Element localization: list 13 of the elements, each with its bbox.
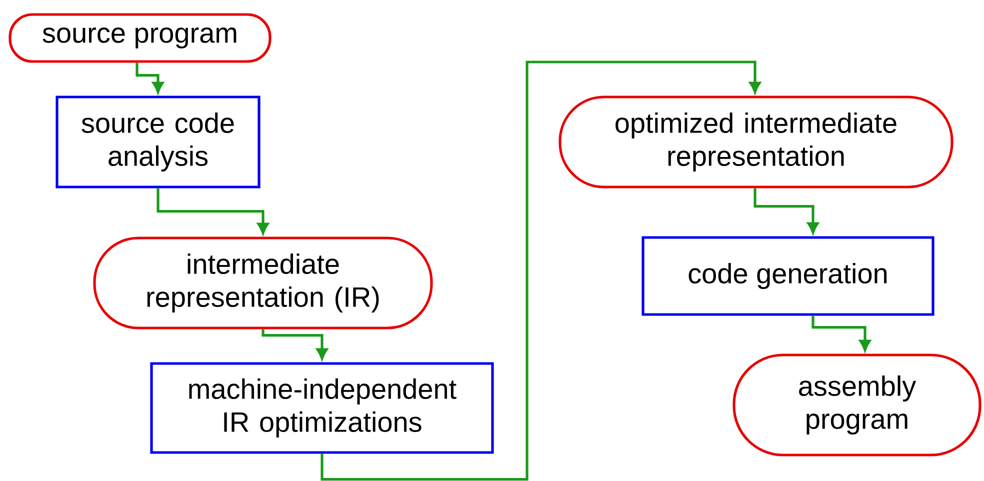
term-box: intermediate representation (IR) xyxy=(93,236,433,330)
process-box: machine-independent IR optimizations xyxy=(150,362,494,454)
process-box: code generation xyxy=(642,236,934,316)
arrow xyxy=(262,329,328,360)
arrow xyxy=(156,188,269,234)
term-box: assembly program xyxy=(732,354,982,456)
term-box: source program xyxy=(8,13,272,63)
arrow xyxy=(320,60,761,481)
arrow xyxy=(136,62,164,93)
arrow xyxy=(812,316,871,351)
arrow xyxy=(754,188,819,234)
process-box: source code analysis xyxy=(56,96,260,188)
term-box: optimized intermediate representation xyxy=(558,96,954,188)
